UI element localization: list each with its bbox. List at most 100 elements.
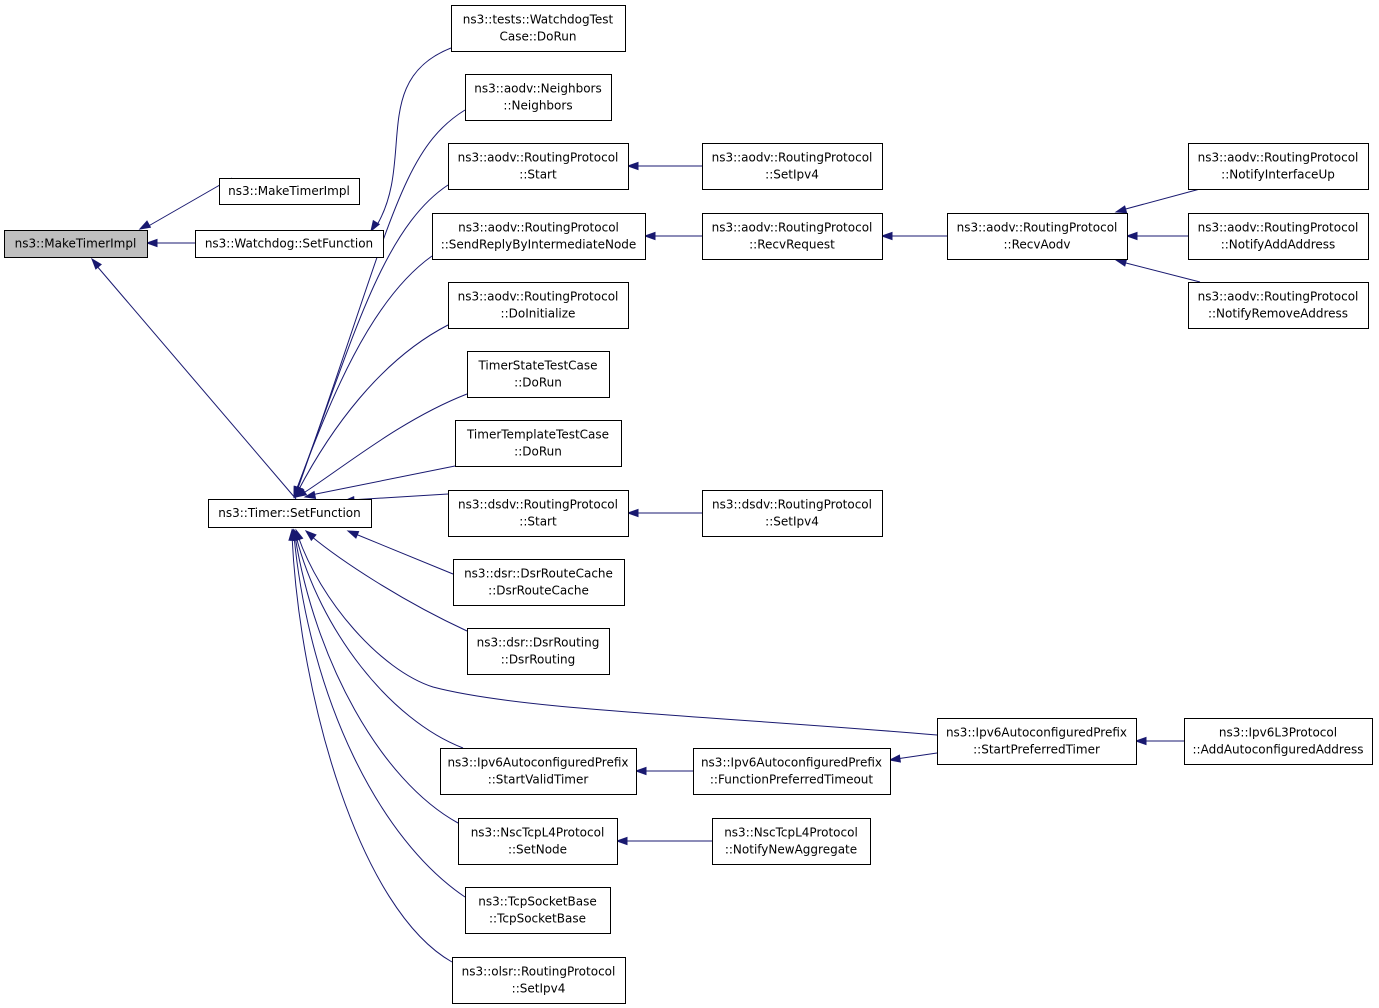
arrowhead-icon	[294, 487, 308, 498]
node-box[interactable]	[712, 818, 871, 865]
edge-recvreq-to-sendreply	[643, 231, 702, 241]
node-dsdvsetipv4[interactable]: ns3::dsdv::RoutingProtocol::SetIpv4	[702, 490, 883, 537]
node-label-line: ::SetIpv4	[512, 982, 566, 996]
node-box[interactable]	[451, 5, 626, 52]
node-box[interactable]	[467, 351, 610, 398]
node-label-line: ::TcpSocketBase	[489, 912, 586, 926]
node-notifyremove[interactable]: ns3::aodv::RoutingProtocol::NotifyRemove…	[1188, 282, 1369, 329]
node-label-line: ::SendReplyByIntermediateNode	[441, 238, 637, 252]
node-box[interactable]	[693, 748, 891, 795]
edge-ttemplate-to-tsf	[303, 465, 456, 499]
node-label-line: ns3::aodv::RoutingProtocol	[458, 151, 619, 165]
node-addauto[interactable]: ns3::Ipv6L3Protocol::AddAutoconfiguredAd…	[1184, 718, 1373, 765]
node-box[interactable]	[947, 213, 1128, 260]
node-aodvstart[interactable]: ns3::aodv::RoutingProtocol::Start	[448, 143, 629, 190]
node-dsrrouting[interactable]: ns3::dsr::DsrRouting::DsrRouting	[467, 628, 610, 675]
node-label-line: ::StartPreferredTimer	[973, 743, 1100, 757]
node-label-line: ns3::TcpSocketBase	[478, 895, 596, 909]
node-funcpref[interactable]: ns3::Ipv6AutoconfiguredPrefix::FunctionP…	[693, 748, 891, 795]
node-label-line: TimerStateTestCase	[477, 359, 597, 373]
node-box[interactable]	[448, 282, 629, 329]
node-box[interactable]	[1188, 213, 1369, 260]
node-box[interactable]	[432, 213, 646, 260]
node-box[interactable]	[219, 178, 360, 205]
node-startvalid[interactable]: ns3::Ipv6AutoconfiguredPrefix::StartVali…	[440, 748, 637, 795]
node-label-line: ns3::Ipv6AutoconfiguredPrefix	[946, 726, 1127, 740]
node-root[interactable]: ns3::MakeTimerImpl	[4, 230, 148, 258]
node-label-line: ::AddAutoconfiguredAddress	[1193, 743, 1364, 757]
edge-recvaodv-to-recvreq	[880, 231, 947, 241]
node-label-line: ::RecvRequest	[749, 238, 835, 252]
node-box[interactable]	[702, 490, 883, 537]
arrowhead-icon	[643, 231, 656, 241]
node-nscnotify[interactable]: ns3::NscTcpL4Protocol::NotifyNewAggregat…	[712, 818, 871, 865]
node-box[interactable]	[1184, 718, 1373, 765]
node-sendreply[interactable]: ns3::aodv::RoutingProtocol::SendReplyByI…	[432, 213, 646, 260]
node-label-line: ::DsrRouteCache	[488, 584, 589, 598]
node-dsdvstart[interactable]: ns3::dsdv::RoutingProtocol::Start	[448, 490, 629, 537]
node-dsrcache[interactable]: ns3::dsr::DsrRouteCache::DsrRouteCache	[453, 559, 625, 606]
node-notifyadd[interactable]: ns3::aodv::RoutingProtocol::NotifyAddAdd…	[1188, 213, 1369, 260]
node-box[interactable]	[458, 818, 618, 865]
node-aodvsetipv4[interactable]: ns3::aodv::RoutingProtocol::SetIpv4	[702, 143, 883, 190]
arrowhead-icon	[145, 238, 158, 248]
arrowhead-icon	[626, 161, 639, 171]
node-box[interactable]	[452, 957, 626, 1004]
node-box[interactable]	[1188, 143, 1369, 190]
arrowhead-icon	[91, 257, 102, 270]
node-box[interactable]	[467, 628, 610, 675]
arrowhead-icon	[634, 766, 647, 776]
node-label-line: ns3::olsr::RoutingProtocol	[462, 965, 616, 979]
node-tsf[interactable]: ns3::Timer::SetFunction	[208, 499, 372, 528]
node-wdsf[interactable]: ns3::Watchdog::SetFunction	[195, 230, 384, 258]
node-box[interactable]	[195, 230, 384, 258]
node-mti2[interactable]: ns3::MakeTimerImpl	[219, 178, 360, 205]
node-recvaodv[interactable]: ns3::aodv::RoutingProtocol::RecvAodv	[947, 213, 1128, 260]
node-box[interactable]	[208, 499, 372, 528]
node-label-line: ::DoRun	[514, 376, 562, 390]
edge-line	[1121, 261, 1201, 283]
node-box[interactable]	[455, 420, 622, 467]
node-doinit[interactable]: ns3::aodv::RoutingProtocol::DoInitialize	[448, 282, 629, 329]
node-label-line: ::NotifyNewAggregate	[725, 843, 857, 857]
node-box[interactable]	[937, 718, 1137, 765]
arrowhead-icon	[138, 220, 152, 230]
arrowhead-icon	[615, 836, 628, 846]
arrowhead-icon	[1114, 258, 1128, 267]
edge-tstate-to-tsf	[294, 393, 468, 498]
node-box[interactable]	[448, 490, 629, 537]
edge-line	[144, 177, 233, 229]
node-nscsetnode[interactable]: ns3::NscTcpL4Protocol::SetNode	[458, 818, 618, 865]
node-box[interactable]	[465, 887, 611, 934]
node-box[interactable]	[453, 559, 625, 606]
node-label-line: ns3::aodv::RoutingProtocol	[1198, 151, 1359, 165]
node-ttemplate[interactable]: TimerTemplateTestCase::DoRun	[455, 420, 622, 467]
node-label-line: ns3::dsdv::RoutingProtocol	[458, 498, 618, 512]
node-label-line: ns3::MakeTimerImpl	[15, 237, 137, 251]
edge-line	[297, 324, 449, 492]
arrowhead-icon	[346, 530, 360, 539]
edge-funcpref-to-startvalid	[634, 766, 693, 776]
node-olsr[interactable]: ns3::olsr::RoutingProtocol::SetIpv4	[452, 957, 626, 1004]
node-recvreq[interactable]: ns3::aodv::RoutingProtocol::RecvRequest	[702, 213, 883, 260]
node-label-line: ::DoRun	[514, 445, 562, 459]
edge-dsrrouting-to-tsf	[304, 530, 468, 632]
node-tcpsock[interactable]: ns3::TcpSocketBase::TcpSocketBase	[465, 887, 611, 934]
nodes-layer: ns3::MakeTimerImplns3::MakeTimerImplns3:…	[4, 5, 1373, 1004]
node-box[interactable]	[702, 143, 883, 190]
node-box[interactable]	[465, 74, 612, 121]
node-label-line: TimerTemplateTestCase	[466, 428, 609, 442]
root-node-box[interactable]	[4, 230, 148, 258]
edge-line	[895, 752, 938, 760]
node-startpref[interactable]: ns3::Ipv6AutoconfiguredPrefix::StartPref…	[937, 718, 1137, 765]
node-neigh[interactable]: ns3::aodv::Neighbors::Neighbors	[465, 74, 612, 121]
edge-wdsf-to-root	[145, 238, 195, 248]
edge-line	[295, 535, 464, 749]
node-box[interactable]	[1188, 282, 1369, 329]
node-tstate[interactable]: TimerStateTestCase::DoRun	[467, 351, 610, 398]
node-box[interactable]	[440, 748, 637, 795]
node-notifyup[interactable]: ns3::aodv::RoutingProtocol::NotifyInterf…	[1188, 143, 1369, 190]
node-box[interactable]	[448, 143, 629, 190]
node-box[interactable]	[702, 213, 883, 260]
